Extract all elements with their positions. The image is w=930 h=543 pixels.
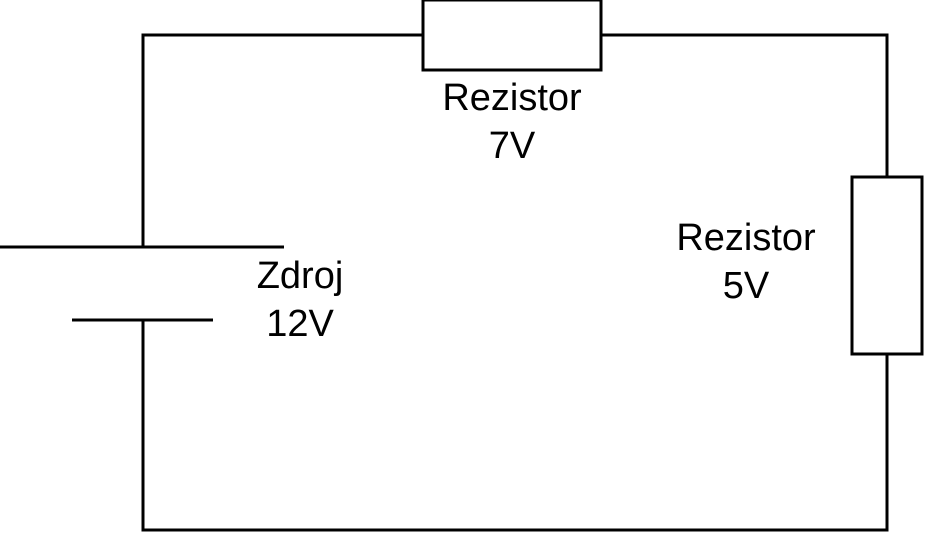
source-voltage: 12V [266,303,334,345]
resistor-right-body [850,175,924,356]
resistor-top-body [421,0,603,72]
source-name: Zdroj [256,255,344,297]
wire-top-right [601,33,889,177]
wire-bottom [141,320,889,532]
resistor-right-name: Rezistor [676,217,816,259]
resistor-top-name: Rezistor [442,77,582,119]
resistor-right-label: Rezistor 5V [646,214,846,310]
resistor-top-voltage: 7V [488,125,536,167]
resistor-right-voltage: 5V [722,265,770,307]
source-label: Zdroj 12V [200,252,400,348]
wire-left-top [141,33,423,247]
resistor-top-label: Rezistor 7V [412,74,612,170]
